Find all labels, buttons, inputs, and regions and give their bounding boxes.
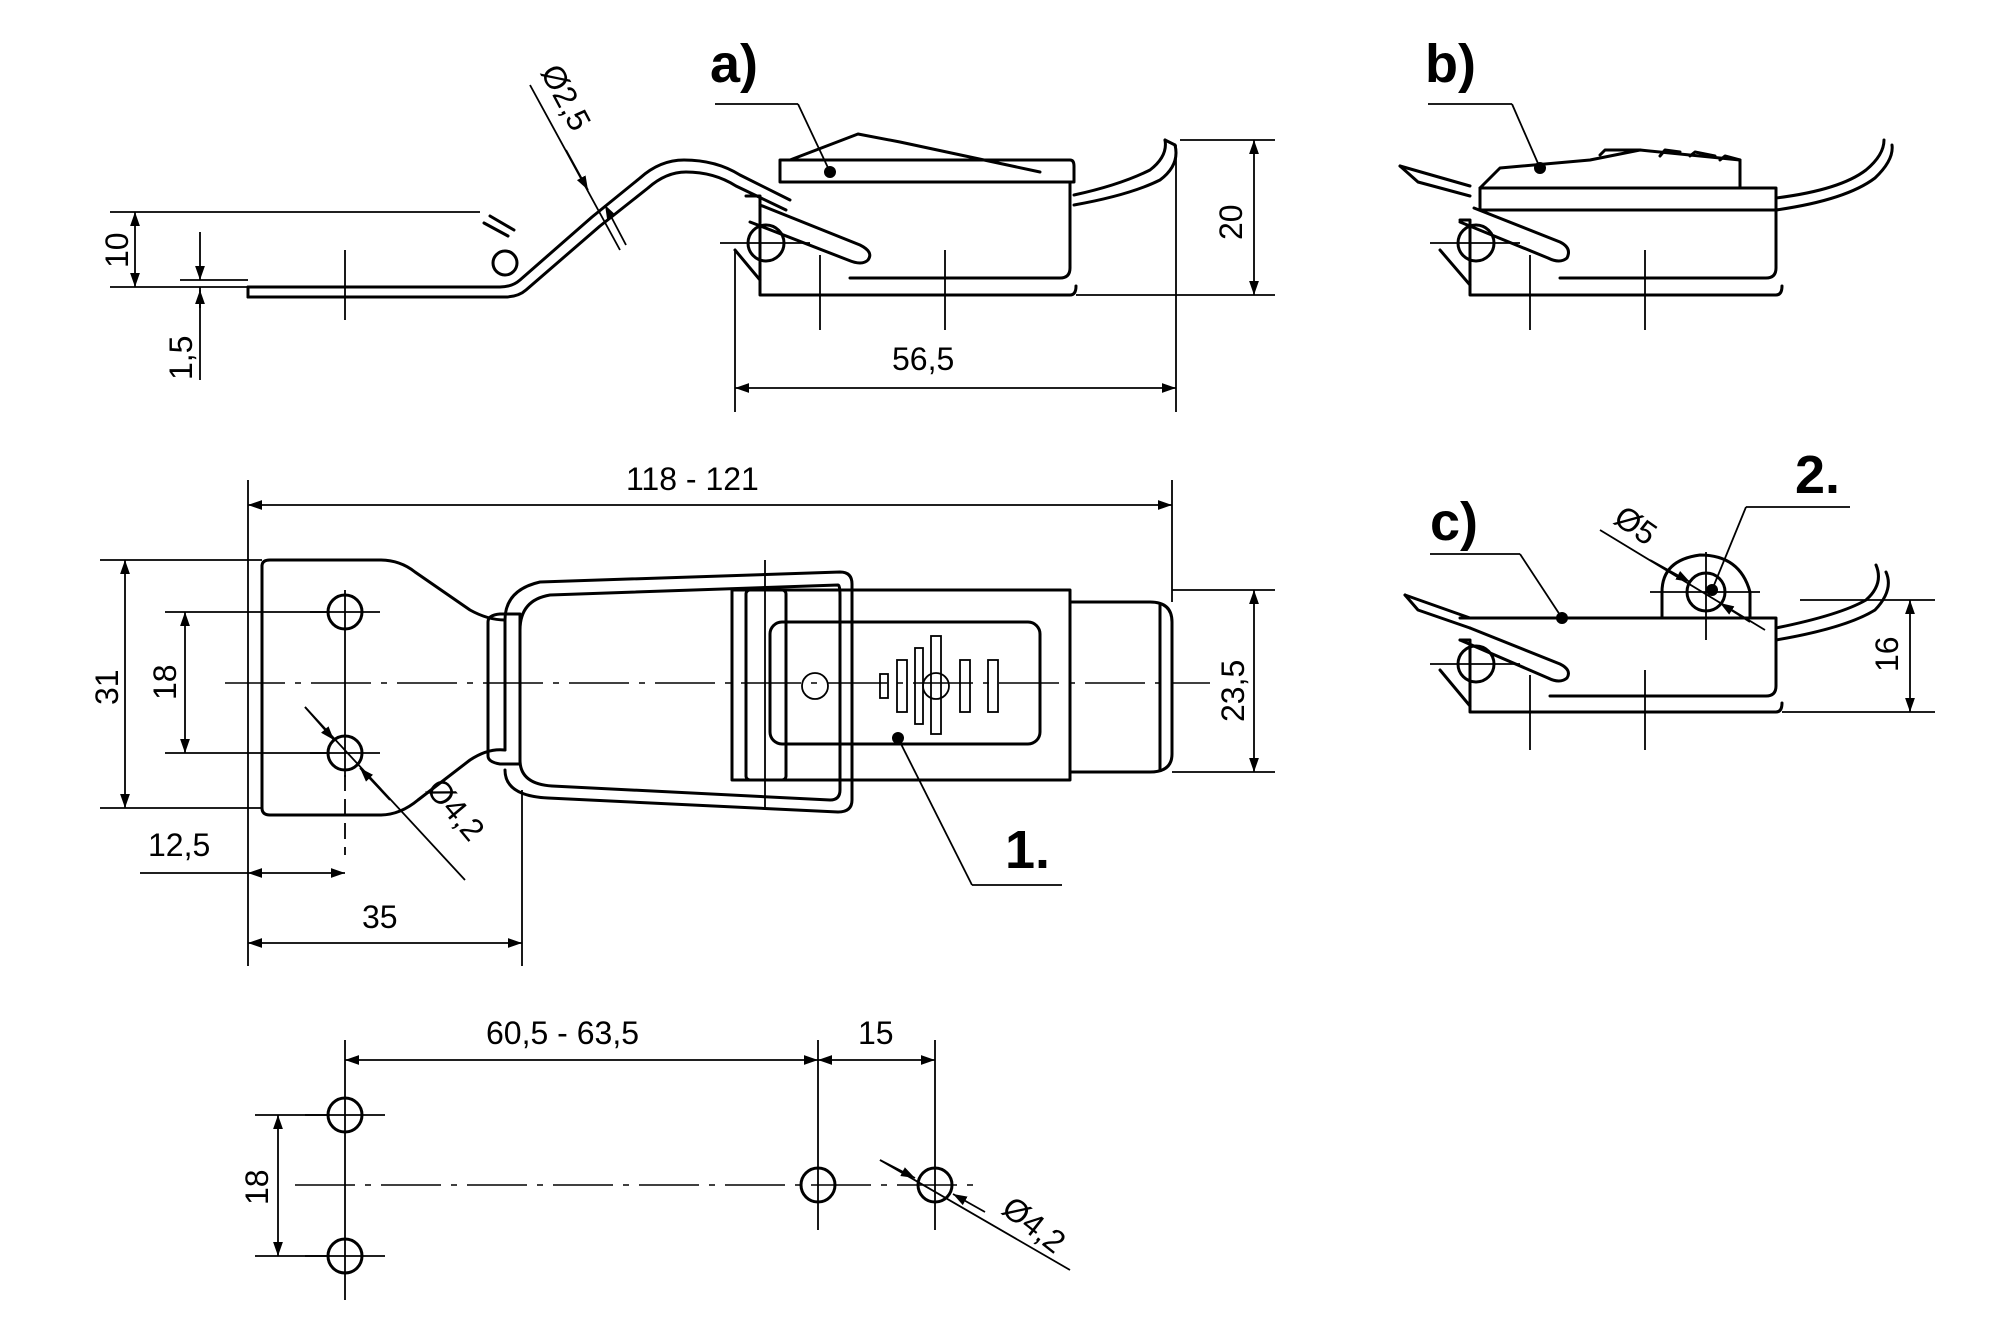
dim-hole-pattern-small: 15: [858, 1015, 894, 1051]
callout-1: 1.: [1005, 820, 1050, 880]
side-view-a: [715, 103, 1275, 412]
label-a: a): [710, 34, 758, 94]
side-view-strike-plate: [110, 84, 792, 380]
hole-pattern: [255, 1040, 1071, 1300]
top-view-latch: [100, 480, 1275, 966]
dim-plate-offset: 10: [99, 232, 135, 268]
dim-latch-width: 23,5: [1215, 660, 1251, 722]
dim-hole-pattern-length: 60,5 - 63,5: [486, 1015, 639, 1051]
label-c: c): [1430, 492, 1478, 552]
dim-plate-length: 35: [362, 899, 398, 935]
dim-diam-wire: Ø2,5: [534, 58, 598, 136]
dim-plate-thickness: 1,5: [163, 336, 199, 380]
dim-height-padlock: 16: [1869, 636, 1905, 672]
dim-plate-width: 31: [89, 669, 125, 705]
dim-diam-hole-plate: Ø4,2: [420, 771, 492, 847]
label-b: b): [1425, 34, 1476, 94]
dim-diam-padlock: Ø5: [1608, 498, 1664, 552]
side-view-b: [1398, 103, 1894, 330]
side-view-c: [1403, 506, 1935, 750]
dim-hole-pattern-spacing: 18: [239, 1169, 275, 1205]
dim-overall-length: 118 - 121: [626, 461, 759, 497]
callout-2: 2.: [1795, 445, 1840, 505]
dim-height-closed: 20: [1213, 204, 1249, 240]
dim-latch-length: 56,5: [892, 341, 954, 377]
dim-hole-spacing-plate: 18: [147, 664, 183, 700]
dim-hole-to-edge: 12,5: [148, 827, 210, 863]
